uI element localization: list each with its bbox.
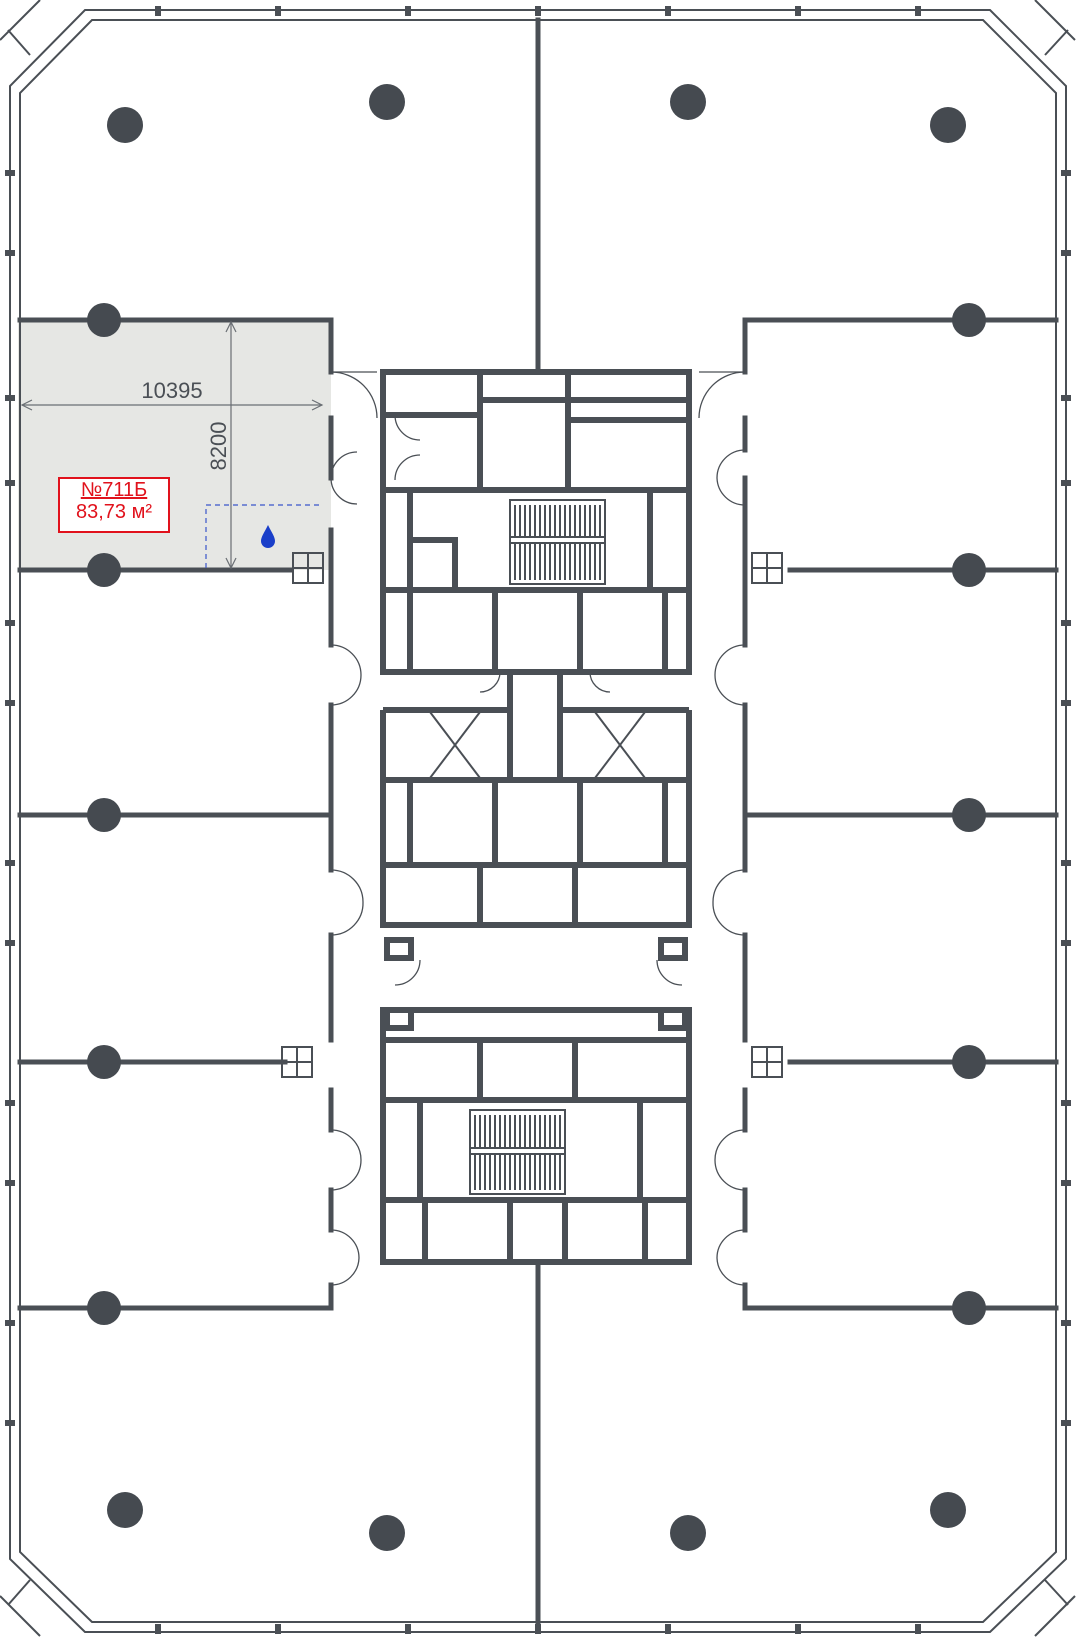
structural-columns [87, 84, 986, 1551]
facade-mullions [5, 6, 1071, 1634]
doors [330, 371, 746, 1286]
core-braces [429, 711, 646, 779]
dimension-depth-label: 8200 [206, 422, 231, 471]
unit-label[interactable]: №711Б 83,73 м² [58, 477, 170, 533]
unit-area: 83,73 м² [75, 501, 152, 523]
left-unit-walls [17, 317, 334, 1311]
unit-number: №711Б [80, 479, 148, 501]
stair-upper [509, 499, 606, 585]
stair-lower [469, 1109, 566, 1195]
dimension-depth [225, 320, 237, 570]
building-outline [9, 9, 1067, 1633]
building-core [380, 369, 692, 1265]
dimension-width [20, 399, 324, 411]
wet-zone-outline [205, 504, 322, 568]
right-unit-walls [742, 317, 1059, 1311]
dimension-width-label: 10395 [141, 378, 202, 403]
ventilation-shafts [281, 552, 783, 1078]
water-drop-icon [261, 525, 275, 548]
